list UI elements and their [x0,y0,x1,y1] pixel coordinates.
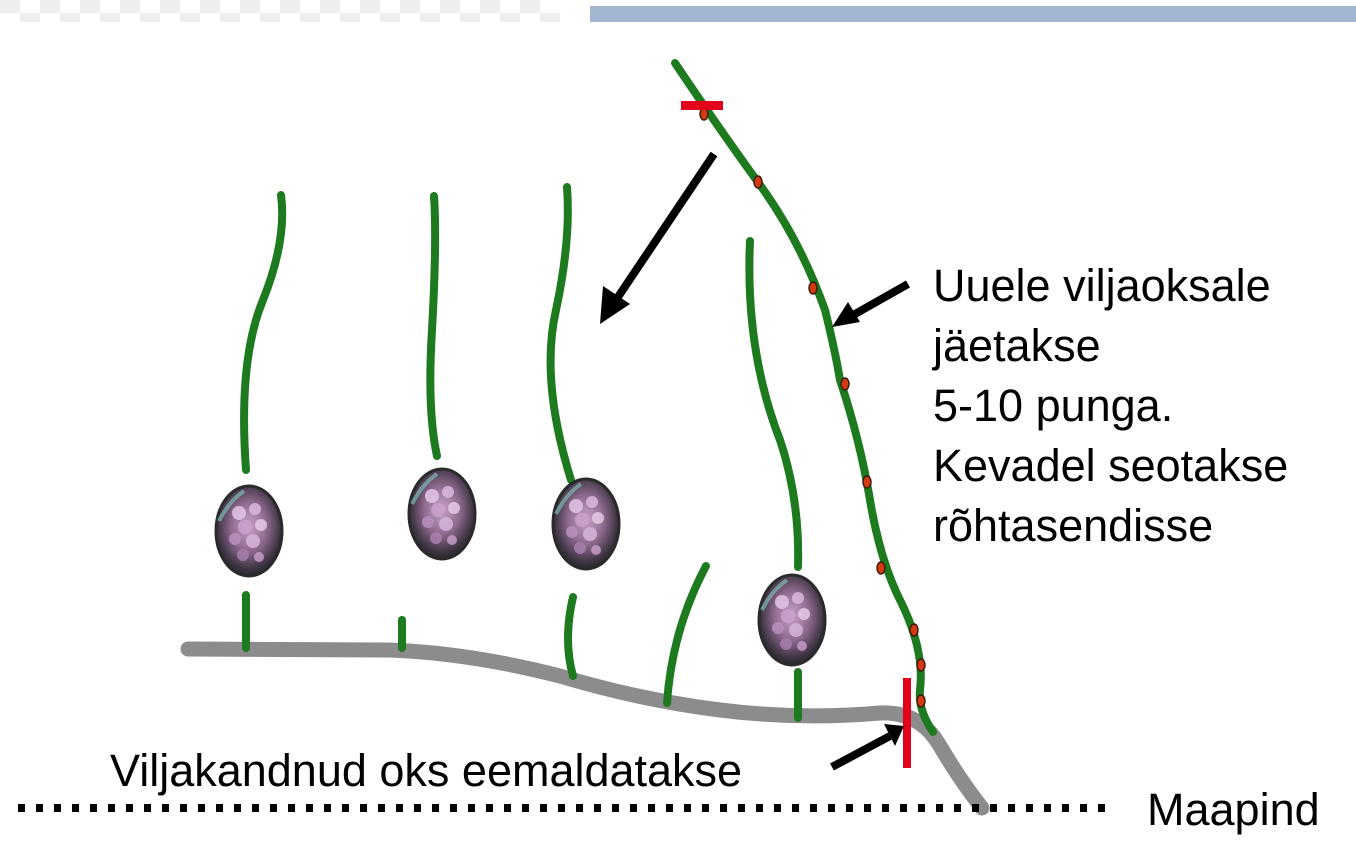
grape-cluster-icon [214,484,284,578]
bud-dot-icon [699,107,926,708]
old-fruiting-branch [180,641,990,816]
cut-mark-icon [903,678,911,768]
grape-cluster-icon [551,477,621,571]
shoot-3-lower [564,593,577,680]
shoot-5 [745,237,803,571]
ground-label: Maapind [1147,784,1320,835]
arrow-to-cut [830,724,904,771]
note-line: 5-10 punga. [933,380,1174,431]
shoots [240,59,937,736]
note-line: jäetakse [933,320,1101,371]
shoot-2-upper [426,192,441,460]
note-line: rõhtasendisse [933,500,1214,551]
shoot-1-upper [240,191,287,474]
cut-mark-icon [681,101,723,110]
note-line: Kevadel seotakse [933,440,1289,491]
shoot-4 [663,562,710,707]
grape-cluster-icon [407,467,477,561]
arrow-bend-down [600,151,718,324]
removed-branch-label: Viljakandnud oks eemaldatakse [110,745,743,796]
shoot-3-upper [546,183,575,484]
top-blue-band [590,6,1356,22]
grape-cluster-icon [757,573,827,667]
note-line: Uuele viljaoksale [933,260,1271,311]
new-shoot-note: Uuele viljaoksale jäetakse 5-10 punga. K… [933,256,1288,556]
top-checker-band [0,0,560,22]
arrow-to-new-shoot [832,280,910,327]
